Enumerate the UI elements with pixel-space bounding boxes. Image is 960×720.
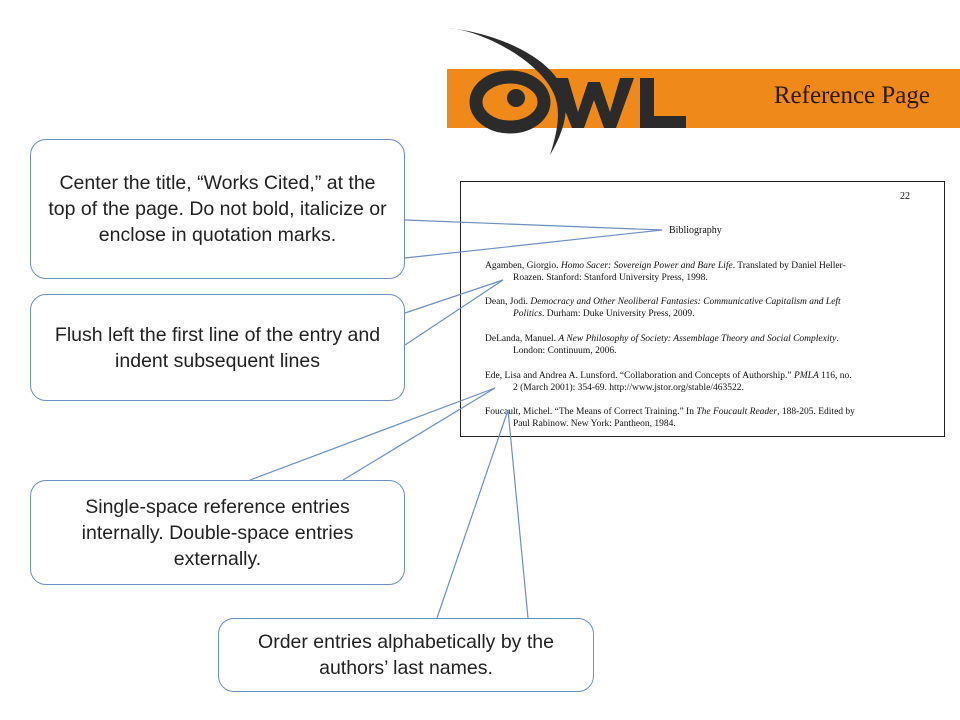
document-title: Bibliography [669, 225, 722, 236]
page-number: 22 [900, 191, 910, 202]
callout-text: Single-space reference entries internall… [81, 495, 354, 570]
leader-line-spacing [249, 387, 496, 481]
bibliography-entry: Ede, Lisa and Andrea A. Lunsford. “Colla… [485, 371, 852, 393]
bibliography-entry: Agamben, Giorgio. Homo Sacer: Sovereign … [485, 261, 846, 283]
callout-text: Order entries alphabetically by the auth… [258, 631, 554, 679]
bibliography-page-sample: 22 Bibliography Agamben, Giorgio. Homo S… [460, 181, 945, 437]
owl-logo-icon [448, 28, 686, 155]
callout-text: Center the title, “Works Cited,” at the … [48, 172, 387, 246]
callout-spacing-note: Single-space reference entries internall… [30, 480, 405, 585]
callout-order-note: Order entries alphabetically by the auth… [218, 618, 594, 692]
leader-line-order [436, 409, 529, 619]
page-title: Reference Page [773, 82, 930, 109]
callout-title-note: Center the title, “Works Cited,” at the … [30, 139, 405, 279]
bibliography-entry: DeLanda, Manuel. A New Philosophy of Soc… [485, 334, 839, 356]
callout-text: Flush left the first line of the entry a… [54, 323, 381, 372]
bibliography-entry: Dean, Jodi. Democracy and Other Neoliber… [485, 297, 841, 319]
bibliography-entry: Foucault, Michel. “The Means of Correct … [485, 407, 855, 429]
callout-indent-note: Flush left the first line of the entry a… [30, 294, 405, 401]
